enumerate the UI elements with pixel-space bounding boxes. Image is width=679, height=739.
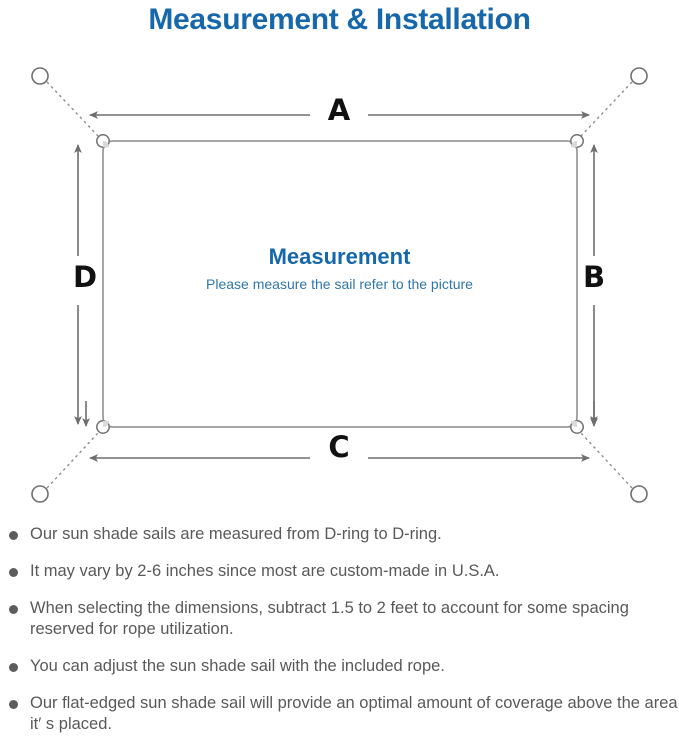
bullet-icon <box>9 568 18 577</box>
list-item: When selecting the dimensions, subtract … <box>0 598 679 640</box>
rope-top-left <box>46 81 99 137</box>
anchor-ring-bottom-left <box>31 485 49 503</box>
d-ring-shade-tl <box>103 141 110 148</box>
dimension-label-a: A <box>327 93 351 127</box>
bullet-icon <box>9 663 18 672</box>
list-item: It may vary by 2-6 inches since most are… <box>0 561 679 582</box>
note-text: You can adjust the sun shade sail with t… <box>30 657 445 675</box>
note-text: It may vary by 2-6 inches since most are… <box>30 562 500 580</box>
d-ring-shade-br <box>570 420 577 427</box>
bullet-icon <box>9 605 18 614</box>
sail-d-ring-shadows <box>103 141 577 427</box>
dimension-label-d: D <box>72 260 98 294</box>
d-ring-shade-bl <box>103 420 110 427</box>
list-item: Our flat-edged sun shade sail will provi… <box>0 693 679 735</box>
anchor-ring-top-right <box>630 67 648 85</box>
anchor-ring-bottom-right <box>630 485 648 503</box>
note-text: Our flat-edged sun shade sail will provi… <box>30 694 678 733</box>
rope-bottom-right <box>580 432 633 489</box>
anchor-ring-top-left <box>31 67 49 85</box>
rope-top-right <box>580 81 633 137</box>
rope-bottom-left <box>46 432 99 489</box>
diagram-svg <box>31 67 648 503</box>
list-item: You can adjust the sun shade sail with t… <box>0 656 679 677</box>
dimension-label-c: C <box>328 430 350 464</box>
note-text: Our sun shade sails are measured from D-… <box>30 525 442 543</box>
d-ring-shade-tr <box>570 141 577 148</box>
note-text: When selecting the dimensions, subtract … <box>30 599 629 638</box>
sail-center-heading: Measurement <box>268 244 411 269</box>
bullet-icon <box>9 531 18 540</box>
bullet-icon <box>9 700 18 709</box>
list-item: Our sun shade sails are measured from D-… <box>0 524 679 545</box>
sail-body <box>102 140 578 428</box>
measurement-diagram: A B C D Measurement Please measure the s… <box>0 48 679 518</box>
notes-list: Our sun shade sails are measured from D-… <box>0 524 679 735</box>
anchor-rings <box>31 67 648 503</box>
sail-center-subtitle: Please measure the sail refer to the pic… <box>206 276 473 292</box>
dimension-label-b: B <box>582 260 606 294</box>
corner-down-arrows <box>82 401 598 427</box>
page-title: Measurement & Installation <box>148 3 531 36</box>
rope-lines <box>46 81 633 489</box>
